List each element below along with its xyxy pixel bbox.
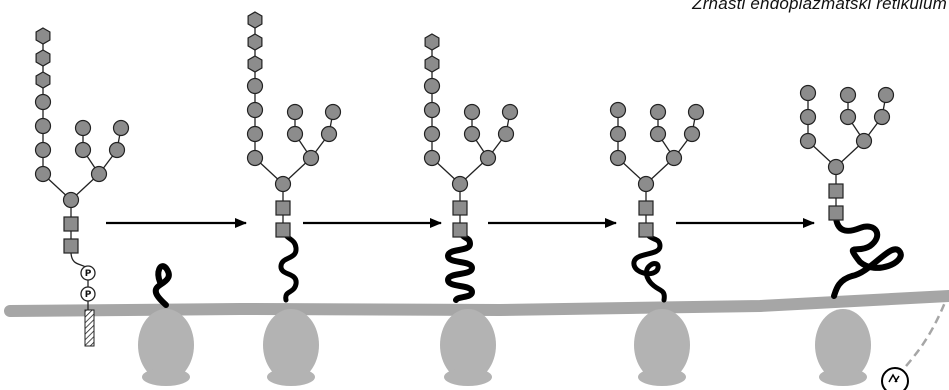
glcnac-square-icon	[828, 183, 844, 199]
bottom-right-icon	[881, 367, 909, 390]
mannose-circle-icon	[637, 175, 655, 193]
mannose-circle-icon	[423, 149, 441, 167]
mannose-circle-icon	[246, 125, 264, 143]
ribosome	[815, 309, 871, 386]
mannose-circle-icon	[286, 103, 304, 121]
mannose-circle-icon	[501, 103, 519, 121]
mannose-circle-icon	[423, 77, 441, 95]
diagram-caption: Zrnasti endoplazmatski retikulum	[692, 0, 947, 13]
mannose-circle-icon	[246, 101, 264, 119]
dolichol-phosphate-link: PP	[70, 252, 96, 310]
mannose-circle-icon	[423, 125, 441, 143]
phosphate-label: P	[85, 290, 92, 300]
glcnac-square-icon	[63, 238, 79, 254]
glucose-hexagon-icon	[424, 33, 440, 51]
glcnac-square-icon	[638, 222, 654, 238]
oligosaccharide-trees: PP	[34, 11, 895, 310]
mannose-circle-icon	[34, 93, 52, 111]
mannose-circle-icon	[799, 84, 817, 102]
mannose-circle-icon	[687, 103, 705, 121]
mannose-circle-icon	[274, 175, 292, 193]
mannose-circle-icon	[649, 103, 667, 121]
mannose-circle-icon	[246, 149, 264, 167]
mannose-circle-icon	[34, 165, 52, 183]
mannose-circle-icon	[609, 101, 627, 119]
mannose-circle-icon	[839, 108, 857, 126]
oligosaccharide-tree	[34, 27, 130, 254]
ribosome	[263, 309, 319, 386]
mannose-circle-icon	[324, 103, 342, 121]
glcnac-square-icon	[63, 216, 79, 232]
glucose-hexagon-icon	[35, 71, 51, 89]
dolichol-anchor	[84, 309, 95, 347]
mannose-circle-icon	[683, 125, 701, 143]
glucose-hexagon-icon	[424, 55, 440, 73]
polypeptide-chains	[152, 215, 904, 308]
er-membrane	[4, 290, 949, 317]
mannose-circle-icon	[90, 165, 108, 183]
mannose-circle-icon	[609, 149, 627, 167]
mannose-circle-icon	[799, 132, 817, 150]
glcnac-square-icon	[275, 200, 291, 216]
polypeptide-chain	[152, 263, 172, 308]
ribosome	[138, 309, 194, 386]
polypeptide-chain	[278, 227, 299, 303]
phosphate-label: P	[85, 269, 92, 279]
mannose-circle-icon	[609, 125, 627, 143]
mannose-circle-icon	[74, 119, 92, 137]
glucose-hexagon-icon	[35, 27, 51, 45]
mannose-circle-icon	[665, 149, 683, 167]
ribosome	[440, 309, 496, 386]
mannose-circle-icon	[246, 77, 264, 95]
mannose-circle-icon	[855, 132, 873, 150]
oligosaccharide-tree	[799, 84, 895, 221]
ribosomes	[138, 309, 871, 386]
ribosome	[634, 309, 690, 386]
mannose-circle-icon	[34, 141, 52, 159]
mannose-circle-icon	[873, 108, 891, 126]
mannose-circle-icon	[497, 125, 515, 143]
mannose-circle-icon	[451, 175, 469, 193]
glcnac-square-icon	[828, 205, 844, 221]
glcnac-square-icon	[275, 222, 291, 238]
oligosaccharide-tree	[246, 11, 342, 238]
mannose-circle-icon	[34, 117, 52, 135]
glcnac-square-icon	[638, 200, 654, 216]
mannose-circle-icon	[877, 86, 895, 104]
polypeptide-chain	[445, 227, 475, 303]
glucose-hexagon-icon	[247, 33, 263, 51]
mannose-circle-icon	[108, 141, 126, 159]
polypeptide-chain	[631, 227, 667, 303]
oligosaccharide-tree	[609, 101, 705, 238]
mannose-circle-icon	[799, 108, 817, 126]
oligosaccharide-tree	[423, 33, 519, 238]
mannose-circle-icon	[827, 158, 845, 176]
glcnac-square-icon	[452, 222, 468, 238]
mannose-circle-icon	[649, 125, 667, 143]
mannose-circle-icon	[112, 119, 130, 137]
mannose-circle-icon	[839, 86, 857, 104]
glucose-hexagon-icon	[247, 55, 263, 73]
mannose-circle-icon	[479, 149, 497, 167]
mannose-circle-icon	[302, 149, 320, 167]
mannose-circle-icon	[286, 125, 304, 143]
mannose-circle-icon	[463, 125, 481, 143]
mannose-circle-icon	[423, 101, 441, 119]
mannose-circle-icon	[463, 103, 481, 121]
mannose-circle-icon	[74, 141, 92, 159]
mannose-circle-icon	[320, 125, 338, 143]
glcnac-square-icon	[452, 200, 468, 216]
glucose-hexagon-icon	[35, 49, 51, 67]
polypeptide-chain	[831, 215, 904, 299]
mannose-circle-icon	[62, 191, 80, 209]
glucose-hexagon-icon	[247, 11, 263, 29]
